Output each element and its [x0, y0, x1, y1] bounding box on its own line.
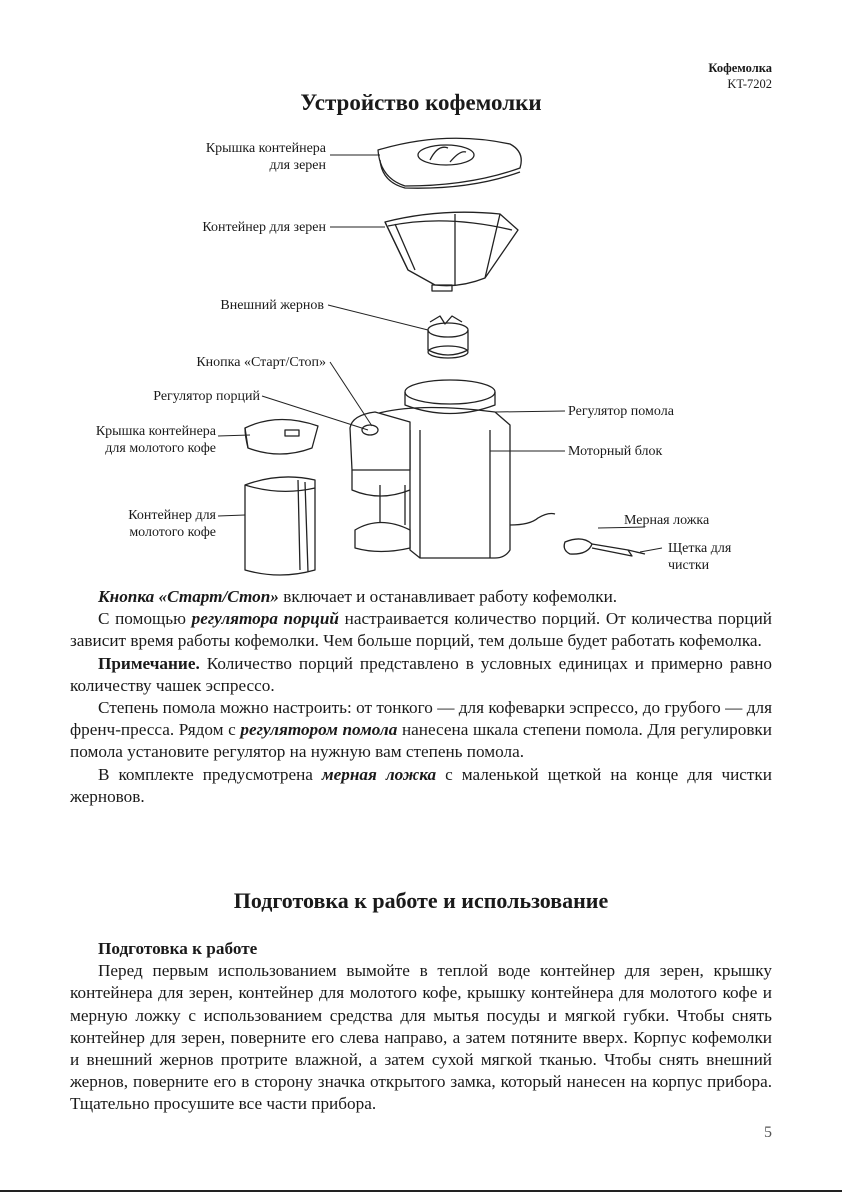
label-lid-ground-1: Крышка контейнера — [96, 424, 217, 439]
label-brush-1: Щетка для — [668, 541, 732, 556]
bottom-rule — [0, 1190, 842, 1192]
header-product: Кофемолка — [708, 61, 772, 75]
note-label: Примечание. — [98, 653, 200, 673]
ground-lid-drawing — [244, 418, 319, 455]
grinder-diagram: Крышка контейнера для зерен Контейнер дл… — [96, 137, 732, 576]
paragraph-text: Количество порций представлено в условны… — [70, 653, 772, 695]
bean-container-drawing — [384, 211, 519, 292]
prep-section: Подготовка к работе Перед первым использ… — [70, 938, 772, 1116]
label-lid-ground-2: для молотого кофе — [105, 441, 216, 456]
running-header: Кофемолка KT-7202 — [708, 60, 772, 92]
motor-block-drawing — [349, 379, 556, 559]
prep-paragraph: Перед первым использованием вымойте в те… — [70, 961, 772, 1114]
label-ground-container-2: молотого кофе — [129, 525, 216, 540]
paragraph-spoon: В комплекте предусмотрена мерная ложка с… — [70, 764, 772, 808]
label-portion-regulator: Регулятор порций — [153, 389, 260, 404]
page-title: Устройство кофемолки — [300, 90, 542, 115]
paragraph-note: Примечание. Количество порций представле… — [70, 653, 772, 697]
spoon-drawing — [563, 538, 646, 557]
paragraph-portions: С помощью регулятора порций настраиваетс… — [70, 608, 772, 652]
paragraph-start-stop: Кнопка «Старт/Стоп» включает и останавли… — [70, 586, 772, 608]
header-model: KT-7202 — [727, 77, 772, 91]
paragraph-text: Степень помола можно настроить: от тонко… — [70, 698, 772, 740]
page-number: 5 — [764, 1124, 772, 1141]
term-portion-regulator: регулятора порций — [191, 609, 339, 629]
section-title: Подготовка к работе и использование — [233, 888, 609, 913]
label-grind-regulator: Регулятор помола — [568, 404, 675, 419]
label-lid-beans-2: для зерен — [270, 158, 327, 173]
label-start-stop: Кнопка «Старт/Стоп» — [196, 355, 326, 370]
paragraph-text: включает и останавливает работу кофемолк… — [278, 587, 618, 606]
paragraph-text: нанесена шкала степени помола. Для регул… — [70, 720, 772, 762]
label-brush-2: чистки — [668, 558, 710, 573]
label-motor-unit: Моторный блок — [568, 444, 663, 459]
label-ground-container-1: Контейнер для — [128, 508, 216, 523]
term-grind-regulator: регулятором помола — [240, 720, 398, 740]
paragraph-grind: Степень помола можно настроить: от тонко… — [70, 697, 772, 764]
label-lid-beans-1: Крышка контейнера — [206, 141, 327, 156]
paragraph-text: В комплекте предусмотрена — [98, 764, 322, 784]
bean-lid-drawing — [377, 137, 522, 189]
paragraph-text: С помощью — [98, 609, 192, 629]
paragraph-text: с маленькой щеткой на конце для чистки ж… — [70, 764, 772, 806]
description-text: Кнопка «Старт/Стоп» включает и останавли… — [70, 586, 772, 808]
ground-container-drawing — [244, 476, 316, 576]
term-start-stop: Кнопка «Старт/Стоп» — [98, 587, 279, 606]
prep-heading: Подготовка к работе — [98, 939, 258, 958]
paragraph-text: настраивается количество порций. От коли… — [70, 609, 772, 651]
label-bean-container: Контейнер для зерен — [202, 220, 326, 235]
term-measuring-spoon: мерная ложка — [321, 764, 437, 784]
outer-burr-drawing — [427, 315, 469, 359]
label-measuring-spoon: Мерная ложка — [624, 513, 710, 528]
label-outer-burr: Внешний жернов — [220, 298, 324, 313]
leader-lines — [217, 154, 663, 553]
